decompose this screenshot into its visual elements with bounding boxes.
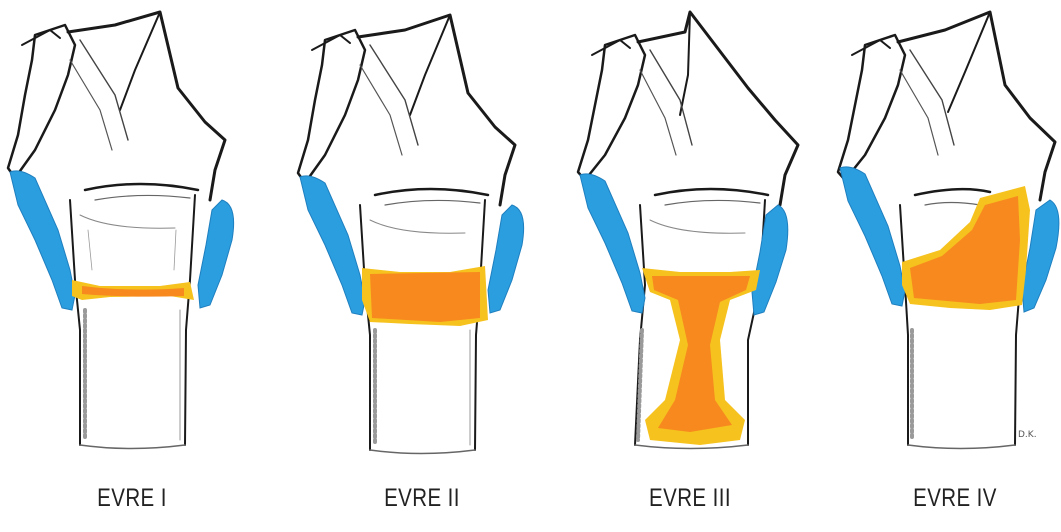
cartilage-left: [580, 174, 645, 313]
evre-grade-label: EVRE III: [608, 484, 772, 513]
artist-signature: D.K.: [1018, 430, 1037, 440]
larynx-illustration: [830, 0, 1061, 532]
stenosis-lesion: [642, 268, 760, 445]
cartilage-right: [488, 205, 524, 313]
stenosis-lesion: [902, 186, 1030, 310]
panel-evre-1: EVRE I: [0, 0, 265, 532]
stenosis-lesion: [362, 266, 488, 326]
cartilage-right: [752, 205, 788, 315]
evre-grade-label: EVRE IV: [873, 484, 1037, 513]
cartilage-left: [840, 167, 905, 306]
cartilage-left: [300, 176, 365, 315]
larynx-illustration: [290, 0, 555, 532]
panel-evre-3: EVRE III: [570, 0, 835, 532]
larynx-illustration: [0, 0, 265, 532]
evre-grade-label: EVRE II: [340, 484, 504, 513]
larynx-illustration: [570, 0, 835, 532]
evre-grade-label: EVRE I: [50, 484, 214, 513]
stenosis-lesion: [72, 280, 194, 300]
panel-evre-2: EVRE II: [290, 0, 555, 532]
cartilage-right: [198, 200, 234, 308]
cartilage-left: [10, 171, 75, 310]
panel-evre-4: EVRE IV D.K.: [830, 0, 1061, 532]
